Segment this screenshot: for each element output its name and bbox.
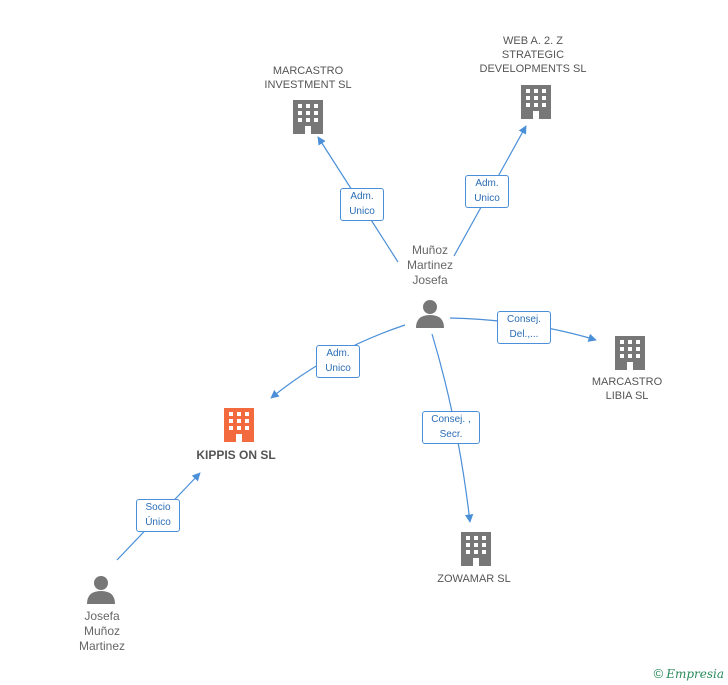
copyright-symbol: © [653, 666, 664, 681]
edge-label-to-web-a2z[interactable]: Adm. Unico [465, 175, 509, 208]
person-icon-josefa-munoz[interactable] [87, 576, 115, 604]
building-icon-marcastro-investment[interactable] [293, 100, 323, 134]
building-icon-zowamar[interactable] [461, 532, 491, 566]
edge-label-to-marcastro-investment[interactable]: Adm. Unico [340, 188, 384, 221]
node-label-marcastro-libia[interactable]: MARCASTRO LIBIA SL [591, 376, 663, 402]
node-label-zowamar[interactable]: ZOWAMAR SL [437, 573, 511, 585]
brand-logo: Empresia [666, 667, 724, 681]
node-label-marcastro-investment[interactable]: MARCASTRO INVESTMENT SL [264, 65, 352, 91]
edge-label-josefa-to-kippis[interactable]: Socio Único [136, 499, 180, 532]
edge-label-to-marcastro-libia[interactable]: Consej. Del.,... [497, 311, 551, 344]
edge-label-to-kippis-on[interactable]: Adm. Unico [316, 345, 360, 378]
node-label-web-a2z[interactable]: WEB A. 2. Z STRATEGIC DEVELOPMENTS SL [479, 35, 587, 75]
building-icon-kippis-on[interactable] [224, 408, 254, 442]
building-icon-marcastro-libia[interactable] [615, 336, 645, 370]
node-label-munoz-josefa[interactable]: Muñoz Martinez Josefa [406, 243, 453, 287]
edge-label-to-zowamar[interactable]: Consej. , Secr. [422, 411, 480, 444]
footer-credit[interactable]: ©Empresia [654, 666, 724, 681]
node-label-josefa-munoz[interactable]: Josefa Muñoz Martinez [78, 609, 125, 653]
person-icon-munoz-josefa[interactable] [416, 300, 444, 328]
node-label-kippis-on[interactable]: KIPPIS ON SL [196, 448, 276, 462]
building-icon-web-a2z[interactable] [521, 85, 551, 119]
